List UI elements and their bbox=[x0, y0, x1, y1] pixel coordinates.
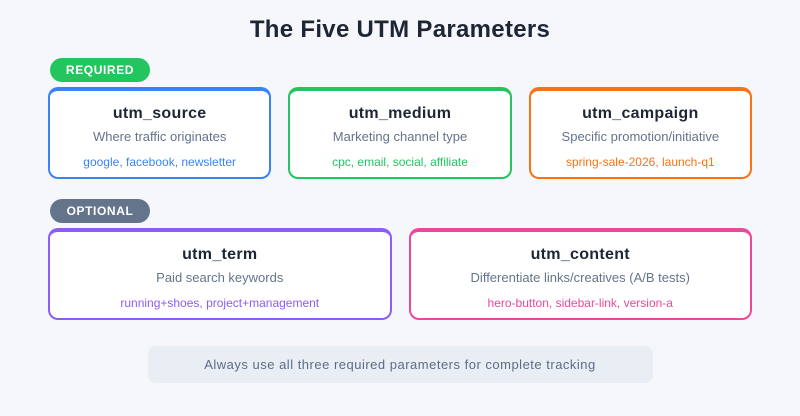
param-name: utm_term bbox=[182, 246, 258, 263]
required-section-header: REQUIRED bbox=[48, 58, 752, 82]
param-description: Differentiate links/creatives (A/B tests… bbox=[470, 270, 690, 285]
param-name: utm_campaign bbox=[582, 105, 699, 122]
footer-note: Always use all three required parameters… bbox=[147, 346, 653, 383]
param-name: utm_source bbox=[112, 105, 207, 122]
optional-badge: OPTIONAL bbox=[50, 199, 150, 223]
optional-cards-row: utm_term Paid search keywords running+sh… bbox=[48, 228, 752, 320]
param-description: Marketing channel type bbox=[332, 129, 468, 144]
param-examples: spring-sale-2026, launch-q1 bbox=[565, 155, 715, 169]
param-examples: hero-button, sidebar-link, version-a bbox=[487, 296, 673, 310]
param-examples: google, facebook, newsletter bbox=[83, 155, 237, 169]
utm-parameters-infographic: The Five UTM Parameters REQUIRED utm_sou… bbox=[0, 16, 800, 383]
required-cards-row: utm_source Where traffic originates goog… bbox=[48, 87, 752, 179]
utm-content-card: utm_content Differentiate links/creative… bbox=[408, 228, 752, 320]
utm-campaign-card: utm_campaign Specific promotion/initiati… bbox=[528, 87, 752, 179]
param-name: utm_content bbox=[530, 246, 630, 263]
param-name: utm_medium bbox=[348, 105, 452, 122]
utm-term-card: utm_term Paid search keywords running+sh… bbox=[48, 228, 392, 320]
required-badge: REQUIRED bbox=[50, 58, 150, 82]
param-description: Paid search keywords bbox=[156, 270, 284, 285]
page-title: The Five UTM Parameters bbox=[249, 16, 551, 43]
param-examples: running+shoes, project+management bbox=[120, 296, 320, 310]
param-description: Where traffic originates bbox=[92, 129, 227, 144]
utm-source-card: utm_source Where traffic originates goog… bbox=[48, 87, 272, 179]
optional-section-header: OPTIONAL bbox=[48, 199, 752, 223]
param-examples: cpc, email, social, affiliate bbox=[332, 155, 468, 169]
param-description: Specific promotion/initiative bbox=[561, 129, 720, 144]
utm-medium-card: utm_medium Marketing channel type cpc, e… bbox=[288, 87, 512, 179]
